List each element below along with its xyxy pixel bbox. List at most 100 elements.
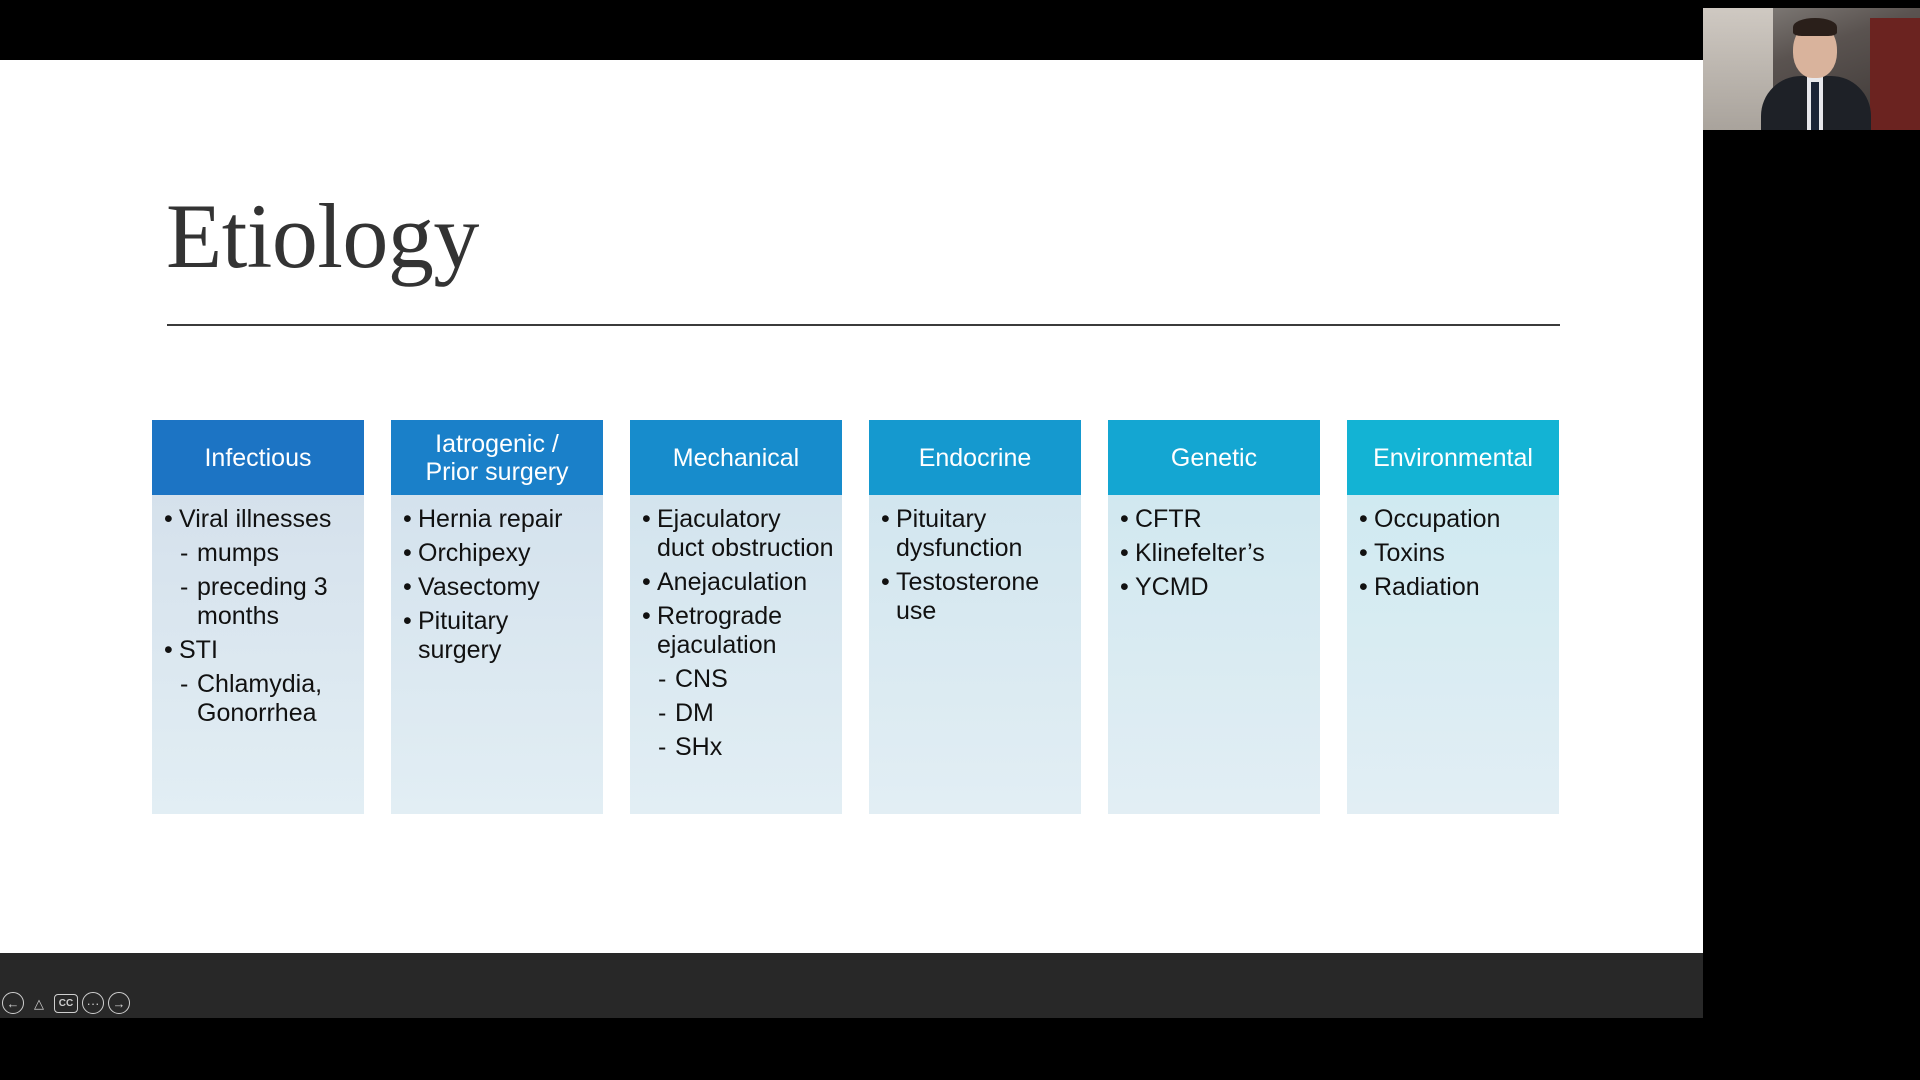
bullet-mark: • (881, 505, 890, 533)
column-body-mechanical: •Ejaculatory duct obstruction•Anejaculat… (630, 495, 842, 814)
webcam-chair (1870, 18, 1920, 130)
column-body-infectious: •Viral illnesses-mumps-preceding 3 month… (152, 495, 364, 814)
bullet-item: •Anejaculation (642, 568, 834, 597)
bullet-item: •CFTR (1120, 505, 1312, 534)
presenter-webcam (1703, 8, 1920, 130)
column-header-environmental: Environmental (1347, 420, 1559, 495)
bullet-item: •Klinefelter’s (1120, 539, 1312, 568)
bullet-text: Retrograde ejaculation (657, 602, 783, 659)
column-genetic: Genetic•CFTR•Klinefelter’s•YCMD (1108, 420, 1320, 814)
bullet-text: Toxins (1374, 539, 1445, 567)
bullet-item: •Orchipexy (403, 539, 595, 568)
bullet-item: •Vasectomy (403, 573, 595, 602)
column-body-genetic: •CFTR•Klinefelter’s•YCMD (1108, 495, 1320, 814)
bullet-text: Orchipexy (418, 539, 531, 567)
bullet-item: •STI (164, 636, 356, 665)
bullet-mark: • (164, 636, 173, 664)
bullet-text: YCMD (1135, 573, 1209, 601)
bullet-text: CFTR (1135, 505, 1202, 533)
bullet-text: Klinefelter’s (1135, 539, 1265, 567)
column-header-infectious: Infectious (152, 420, 364, 495)
playback-controls: ← △ CC···→ (2, 992, 130, 1014)
dash-mark: - (658, 665, 667, 693)
sub-bullet-text: Chlamydia, Gonorrhea (197, 670, 323, 727)
column-body-endocrine: •Pituitary dysfunction•Testosterone use (869, 495, 1081, 814)
column-iatrogenic: Iatrogenic / Prior surgery•Hernia repair… (391, 420, 603, 814)
column-environmental: Environmental•Occupation•Toxins•Radiatio… (1347, 420, 1559, 814)
sub-bullet-item: -Chlamydia, Gonorrhea (180, 670, 356, 728)
bullet-mark: • (642, 602, 651, 630)
bullet-text: Pituitary dysfunction (896, 505, 1023, 562)
bullet-text: Ejaculatory duct obstruction (657, 505, 834, 562)
bullet-mark: • (403, 573, 412, 601)
bullet-mark: • (1120, 573, 1129, 601)
column-header-mechanical: Mechanical (630, 420, 842, 495)
bullet-item: •Toxins (1359, 539, 1551, 568)
bullet-item: •Viral illnesses (164, 505, 356, 534)
column-mechanical: Mechanical•Ejaculatory duct obstruction•… (630, 420, 842, 814)
bullet-mark: • (164, 505, 173, 533)
dash-mark: - (180, 539, 189, 567)
pointer-icon[interactable]: △ (34, 995, 44, 1011)
bullet-text: Anejaculation (657, 568, 808, 596)
bullet-text: Pituitary surgery (418, 607, 509, 664)
dash-mark: - (658, 699, 667, 727)
column-header-genetic: Genetic (1108, 420, 1320, 495)
slide-title: Etiology (166, 185, 479, 287)
etiology-columns: Infectious•Viral illnesses-mumps-precedi… (152, 420, 1560, 814)
slide: Etiology Infectious•Viral illnesses-mump… (0, 60, 1703, 953)
bullet-mark: • (642, 568, 651, 596)
bullet-text: Viral illnesses (179, 505, 332, 533)
sub-bullet-item: -DM (658, 699, 834, 728)
sub-bullet-text: SHx (675, 733, 723, 761)
column-header-endocrine: Endocrine (869, 420, 1081, 495)
title-divider (167, 324, 1560, 326)
bullet-text: Radiation (1374, 573, 1480, 601)
bullet-item: •Occupation (1359, 505, 1551, 534)
bullet-mark: • (403, 539, 412, 567)
sub-bullet-text: CNS (675, 665, 728, 693)
column-body-environmental: •Occupation•Toxins•Radiation (1347, 495, 1559, 814)
bullet-item: •Pituitary surgery (403, 607, 595, 665)
presenter-tie (1811, 82, 1819, 130)
bullet-item: •Retrograde ejaculation (642, 602, 834, 660)
bullet-item: •Pituitary dysfunction (881, 505, 1073, 563)
bullet-item: •Ejaculatory duct obstruction (642, 505, 834, 563)
bullet-item: •Testosterone use (881, 568, 1073, 626)
closed-captions-icon[interactable]: CC (54, 994, 78, 1013)
sub-bullet-text: mumps (197, 539, 279, 567)
column-body-iatrogenic: •Hernia repair•Orchipexy•Vasectomy•Pitui… (391, 495, 603, 814)
bullet-mark: • (881, 568, 890, 596)
bullet-text: Vasectomy (418, 573, 540, 601)
sub-bullet-item: -preceding 3 months (180, 573, 356, 631)
bullet-item: •Hernia repair (403, 505, 595, 534)
sub-bullet-item: -mumps (180, 539, 356, 568)
bullet-item: •Radiation (1359, 573, 1551, 602)
bullet-mark: • (1359, 573, 1368, 601)
bullet-mark: • (642, 505, 651, 533)
bullet-mark: • (403, 505, 412, 533)
bullet-mark: • (1120, 539, 1129, 567)
bullet-text: Testosterone use (896, 568, 1040, 625)
bullet-mark: • (1359, 539, 1368, 567)
dash-mark: - (180, 670, 189, 698)
bullet-mark: • (1120, 505, 1129, 533)
bullet-item: •YCMD (1120, 573, 1312, 602)
sub-bullet-item: -CNS (658, 665, 834, 694)
presentation-toolbar (0, 953, 1703, 1018)
sub-bullet-text: DM (675, 699, 714, 727)
column-endocrine: Endocrine•Pituitary dysfunction•Testoste… (869, 420, 1081, 814)
dash-mark: - (180, 573, 189, 601)
arrow-left-icon[interactable]: ← (2, 992, 24, 1014)
arrow-right-icon[interactable]: → (108, 992, 130, 1014)
bullet-text: Hernia repair (418, 505, 563, 533)
more-options-icon[interactable]: ··· (82, 992, 104, 1014)
sub-bullet-item: -SHx (658, 733, 834, 762)
dash-mark: - (658, 733, 667, 761)
bullet-mark: • (1359, 505, 1368, 533)
column-header-iatrogenic: Iatrogenic / Prior surgery (391, 420, 603, 495)
presenter-hair (1793, 18, 1837, 36)
column-infectious: Infectious•Viral illnesses-mumps-precedi… (152, 420, 364, 814)
sub-bullet-text: preceding 3 months (197, 573, 328, 630)
